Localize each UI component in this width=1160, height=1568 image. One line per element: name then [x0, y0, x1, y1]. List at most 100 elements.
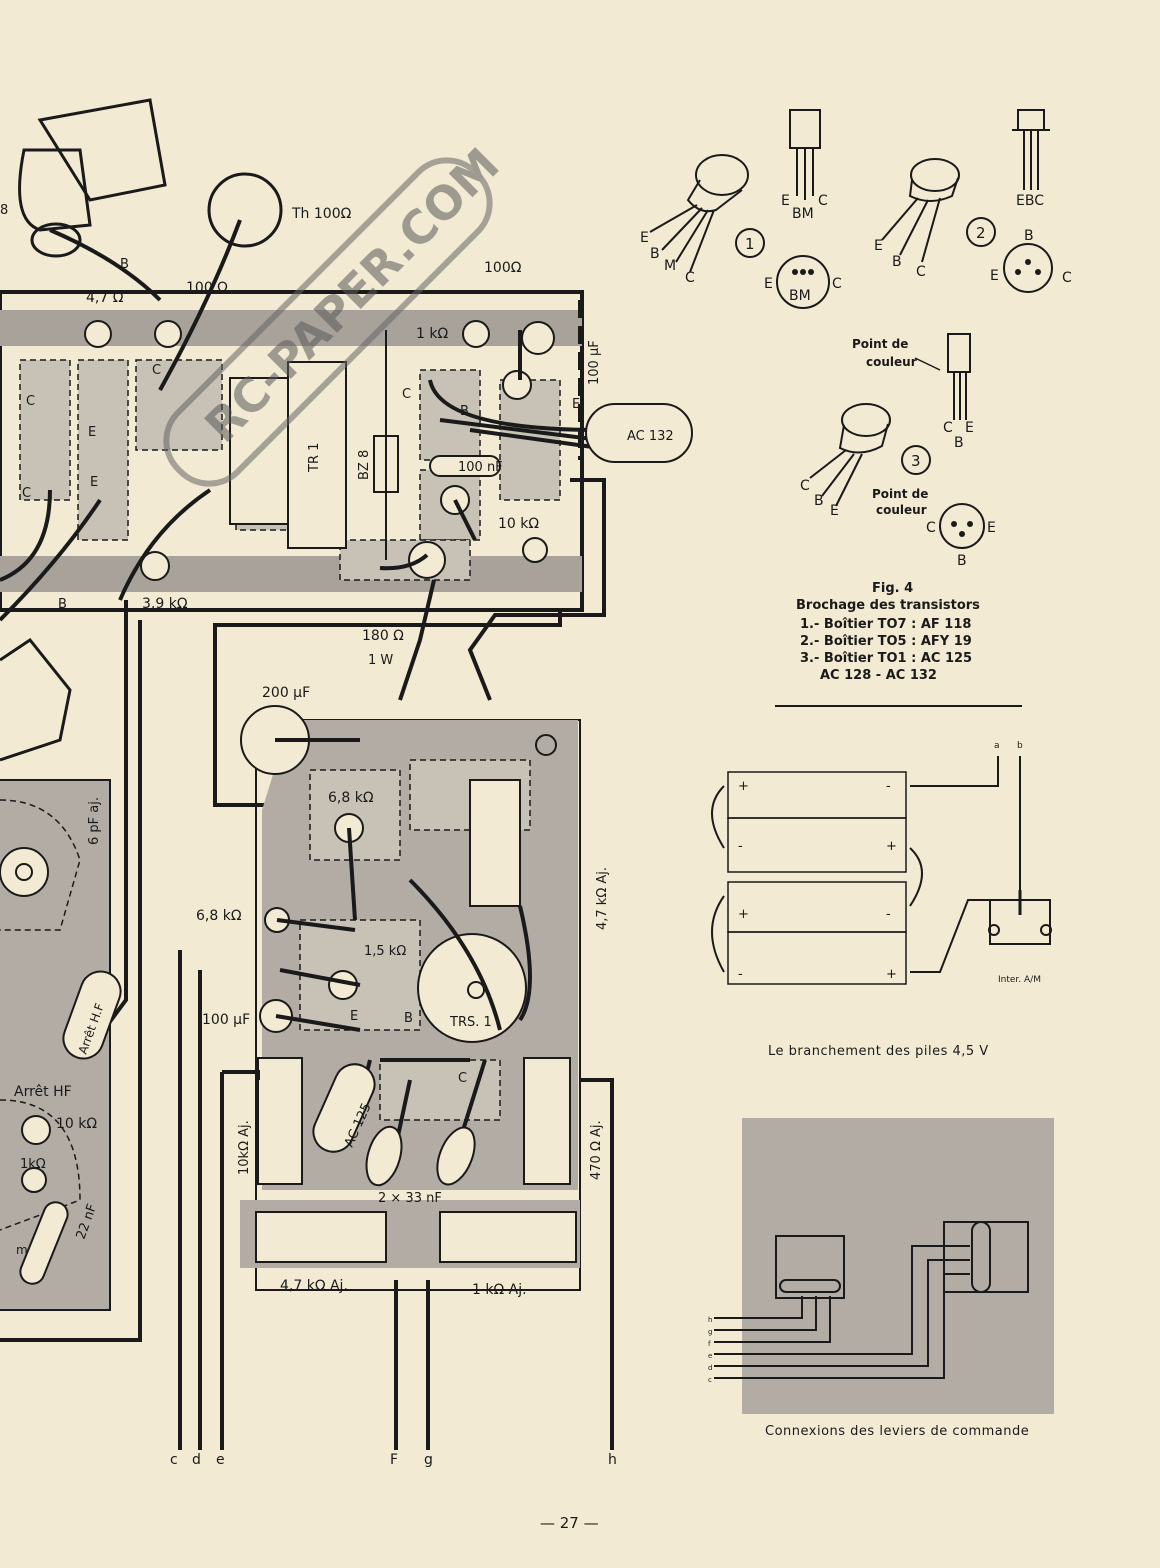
to5-bottom-b: B [1024, 228, 1034, 244]
battery-diagram: + - - + + - - + a b Inter. A/M [711, 741, 1052, 985]
to1-pin-b: B [814, 493, 824, 509]
battery-minus-1: - [886, 779, 891, 794]
c100nf-label: 100 nF [458, 460, 503, 475]
r1kaj-label: 1 kΩ Aj. [472, 1282, 527, 1298]
fig4-subtitle: Brochage des transistors [796, 598, 980, 613]
c2x33-label: 2 × 33 nF [378, 1191, 442, 1206]
transistor-to1-icon [809, 403, 891, 507]
to1-bottom-dot-1: Point de [872, 487, 928, 501]
lever-wire-c: c [708, 1376, 712, 1384]
transistor-pinouts: E B M C E BM C E BM C 1 E B C [640, 109, 1072, 569]
battery-plus-3: + [738, 907, 749, 922]
to5-side-ebc: EBC [1016, 193, 1044, 209]
r180-label: 180 Ω [362, 628, 404, 644]
ac132-label: AC 132 [627, 429, 674, 444]
battery-plus-2: + [886, 839, 897, 854]
to5-pin-b: B [892, 254, 902, 270]
to1-bottom-e: E [987, 520, 996, 536]
to5-bottom-e: E [990, 268, 999, 284]
wire-f: F [390, 1452, 398, 1468]
top-b-2: B [58, 597, 67, 612]
c200uf-label: 200 μF [262, 685, 310, 701]
r100a-label: 100 Ω [186, 280, 228, 296]
bz8-label: BZ 8 [357, 450, 372, 480]
battery-minus-2: - [738, 839, 743, 854]
left-circuit-board: 6 pF aj. Arrêt H.F Arrêt HF 10 kΩ 1kΩ 22… [0, 620, 142, 1342]
left-r1k-label: 1kΩ [20, 1157, 46, 1172]
c6pf-label: 6 pF aj. [87, 797, 102, 845]
lever-wire-f: f [708, 1340, 711, 1348]
to1-color-dot-1: Point de [852, 337, 908, 351]
to1-bottom-dot-2: couleur [876, 503, 927, 517]
fig4-title: Fig. 4 [872, 581, 914, 596]
r47kaj-v-label: 4,7 kΩ Aj. [595, 867, 610, 930]
fig4-caption: Fig. 4 Brochage des transistors 1.- Boît… [770, 580, 1030, 684]
to5-pin-e: E [874, 238, 883, 254]
bottom-c-label: C [458, 1071, 467, 1086]
to7-pin-b: B [650, 246, 660, 262]
switch-icon [988, 890, 1052, 945]
to1-side-e: E [965, 420, 974, 436]
w1-label: 1 W [368, 653, 393, 668]
fig4-line-4: AC 128 - AC 132 [820, 668, 937, 683]
top-c-3: C [152, 363, 161, 378]
battery-minus-3: - [886, 907, 891, 922]
bottom-circuit-board: 200 μF 6,8 kΩ 6,8 kΩ 1,5 kΩ 100 μF 4,7 k… [178, 685, 614, 1450]
transistor-to5-icon [881, 158, 960, 263]
top-b-1: B [120, 257, 129, 272]
lever-wire-h: h [708, 1316, 712, 1324]
r15k-label: 1,5 kΩ [364, 944, 406, 959]
lever-wire-d: d [708, 1364, 712, 1372]
to7-bottom-bm: BM [789, 288, 811, 304]
lever-connections: h g f e d c [708, 1118, 1054, 1414]
bottom-wire-labels: c d e F g h [170, 1452, 617, 1468]
levers-caption: Connexions des leviers de commande [765, 1424, 1030, 1439]
to5-bottom-c: C [1062, 270, 1072, 286]
to7-pin-e: E [640, 230, 649, 246]
to7-pin-c: C [685, 270, 695, 286]
to7-pin-m: M [664, 258, 676, 274]
th100-label: Th 100Ω [291, 206, 352, 222]
wire-c: c [170, 1452, 178, 1468]
m-label: m [16, 1243, 28, 1257]
to1-bottom-b: B [957, 553, 967, 569]
to5-number: 2 [976, 224, 986, 242]
r47-label: 4,7 Ω [86, 290, 124, 306]
c100uf-label: 100 μF [587, 340, 602, 385]
left-r10k-label: 10 kΩ [56, 1116, 97, 1132]
r68b-label: 6,8 kΩ [196, 908, 242, 924]
lever-wire-g: g [708, 1328, 712, 1336]
to7-number: 1 [745, 235, 755, 253]
to7-bottom-e: E [764, 276, 773, 292]
bottom-b-label: B [404, 1011, 413, 1026]
fig4-line-2: 2.- Boîtier TO5 : AFY 19 [800, 634, 972, 649]
top-c-1: C [26, 394, 35, 409]
trs1-label: TRS. 1 [449, 1015, 492, 1030]
to1-pin-c: C [800, 478, 810, 494]
r47kaj-label: 4,7 kΩ Aj. [280, 1278, 348, 1294]
top-e-3: E [572, 397, 580, 412]
wire-d: d [192, 1452, 201, 1468]
r68a-label: 6,8 kΩ [328, 790, 374, 806]
battery-wire-b: b [1017, 741, 1023, 751]
bottom-e-label: E [350, 1009, 358, 1024]
c100uf-b-label: 100 μF [202, 1012, 250, 1028]
to7-bottom-c: C [832, 276, 842, 292]
top-c-4: C [402, 387, 411, 402]
battery-plus-4: + [886, 967, 897, 982]
battery-plus-1: + [738, 779, 749, 794]
tr1-label: TR 1 [307, 443, 322, 473]
switch-label: Inter. A/M [998, 975, 1041, 985]
wire-g: g [424, 1452, 433, 1468]
r470aj-label: 470 Ω Aj. [589, 1120, 604, 1180]
top-e-1: E [88, 425, 96, 440]
top-circuit-board: AC 132 Th 100Ω 4,7 Ω 100 Ω 100Ω 1 kΩ 100… [0, 98, 693, 1037]
battery-minus-4: - [738, 967, 743, 982]
fig4-line-3: 3.- Boîtier TO1 : AC 125 [800, 651, 973, 666]
to5-pin-c: C [916, 264, 926, 280]
fig4-line-1: 1.- Boîtier TO7 : AF 118 [800, 617, 972, 632]
transistor-to7-icon [649, 154, 749, 273]
top-c-2: C [22, 486, 31, 501]
to1-side-c: C [943, 420, 953, 436]
